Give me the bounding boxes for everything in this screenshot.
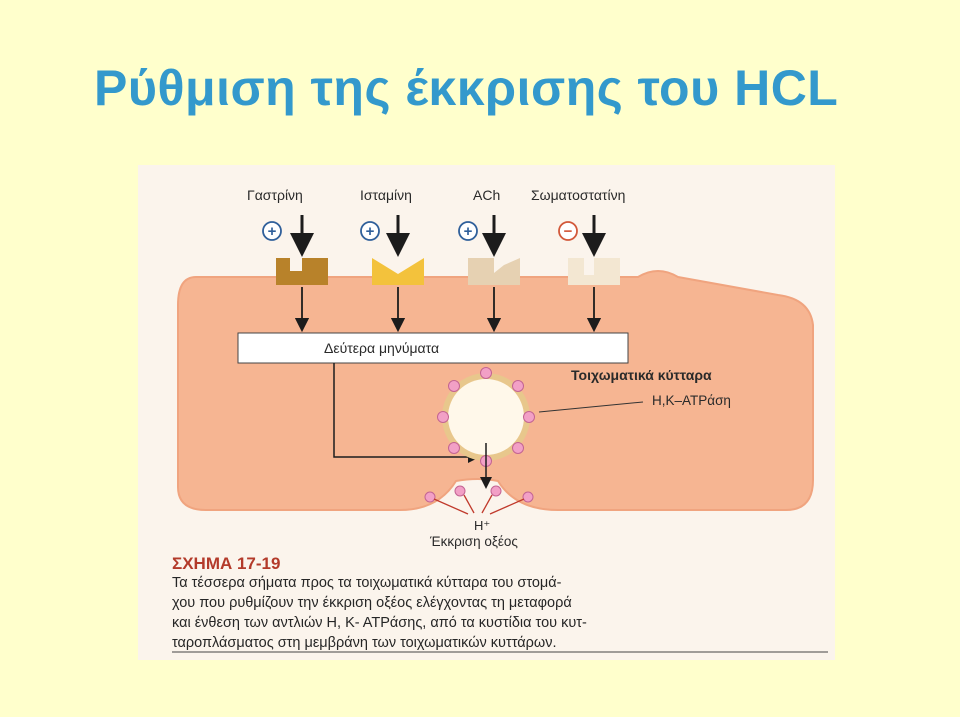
proton-label: H⁺ [474, 518, 490, 533]
signal-label-histamine: Ισταμίνη [360, 187, 412, 203]
parietal-cells-label: Τοιχωματικά κύτταρα [571, 367, 712, 383]
sign-text-gastrin: + [268, 223, 277, 240]
inhibit-sign-somatostatin: − [558, 221, 578, 241]
figure-number: ΣΧΗΜΑ 17-19 [172, 554, 280, 573]
caption-line: και ένθεση των αντλιών Η, Κ- ΑΤΡάσης, απ… [172, 615, 587, 631]
caption-line: χου που ρυθμίζουν την έκκριση οξέος ελέγ… [172, 595, 572, 611]
pathway-line [333, 363, 480, 463]
pump-label: Η,Κ–ΑΤΡάση [652, 393, 731, 408]
sign-text-ach: + [464, 223, 473, 240]
receptor-gastrin [276, 258, 328, 285]
membrane-pumps [424, 485, 534, 503]
sign-text-somatostatin: − [564, 223, 573, 240]
signal-label-ach: ACh [473, 187, 500, 203]
slide-title: Ρύθμιση της έκκρισης του HCL [94, 60, 839, 116]
receptor-ach [468, 258, 520, 285]
vesicle-pumps [437, 367, 535, 467]
stimulus-sign-ach: + [458, 221, 478, 241]
second-messengers-label: Δεύτερα μηνύματα [324, 340, 439, 356]
caption-line: ταροπλάσματος στη μεμβράνη των τοιχωματι… [172, 635, 556, 651]
stimulus-sign-gastrin: + [262, 221, 282, 241]
receptor-histamine [372, 258, 424, 285]
sign-text-histamine: + [366, 223, 375, 240]
hcl-regulation-figure: Γαστρίνη Ισταμίνη ACh Σωματοστατίνη + + … [138, 165, 835, 660]
receptor-somatostatin [568, 258, 620, 285]
signal-label-gastrin: Γαστρίνη [247, 187, 303, 203]
vesicle [442, 373, 530, 461]
acid-secretion-label: Έκκριση οξέος [429, 534, 518, 549]
signal-label-somatostatin: Σωματοστατίνη [531, 187, 625, 203]
pump-label-leader [538, 401, 644, 413]
stimulus-sign-histamine: + [360, 221, 380, 241]
caption-line: Τα τέσσερα σήματα προς τα τοιχωματικά κύ… [172, 575, 562, 591]
proton-arrows [433, 494, 525, 515]
second-messengers-box [237, 332, 629, 364]
